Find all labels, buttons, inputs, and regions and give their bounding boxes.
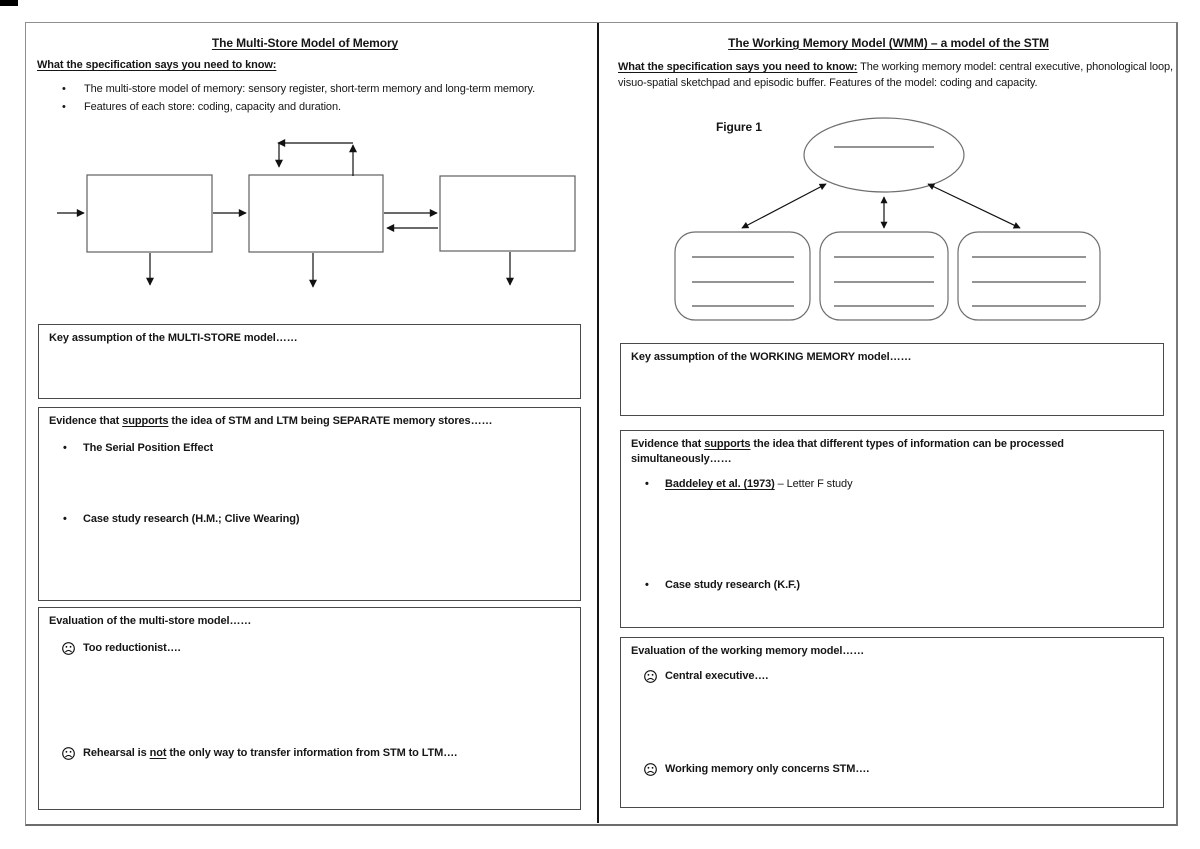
evaluation-item: Too reductionist…. (61, 641, 570, 656)
left-page-title-text: The Multi-Store Model of Memory (211, 36, 399, 50)
right-page-title: The Working Memory Model (WMM) – a model… (600, 36, 1177, 50)
right-key-assumption-box: Key assumption of the WORKING MEMORY mod… (620, 343, 1164, 416)
right-spec-heading: What the specification says you need to … (618, 61, 858, 73)
left-evaluation-box: Evaluation of the multi-store model…… To… (38, 607, 581, 810)
sad-face-icon (644, 670, 657, 683)
figure-component-box-middle (819, 231, 949, 321)
left-spec-bullet-list: • The multi-store model of memory: senso… (62, 81, 572, 116)
sad-face-icon (62, 642, 75, 655)
evaluation-item: Central executive…. (643, 669, 1153, 684)
evaluation-item: Rehearsal is not the only way to transfe… (61, 746, 570, 761)
list-item: • Features of each store: coding, capaci… (62, 99, 572, 117)
figure-central-executive-ellipse (803, 117, 965, 193)
bullet-icon: • (62, 100, 66, 113)
bullet-icon: • (645, 579, 649, 591)
bullet-icon: • (63, 513, 67, 525)
diagram-box-short-term-memory (248, 174, 384, 253)
arrow-ellipse-right-box (927, 183, 1021, 229)
left-spec-heading: What the specification says you need to … (37, 59, 277, 71)
arrow-ellipse-left-box (741, 183, 827, 229)
list-item: • The Serial Position Effect (63, 442, 214, 454)
left-page-title: The Multi-Store Model of Memory (25, 36, 585, 50)
right-evidence-box: Evidence that supports the idea that dif… (620, 430, 1164, 628)
diagram-box-sensory-register (86, 174, 213, 253)
evaluation-item: Working memory only concerns STM…. (643, 762, 1153, 777)
figure-1-label: Figure 1 (716, 120, 762, 134)
working-memory-model-figure (674, 117, 1101, 321)
left-key-assumption-box: Key assumption of the MULTI-STORE model…… (38, 324, 581, 399)
evaluation-item-text: Rehearsal is not the only way to transfe… (83, 747, 458, 759)
scan-artifact (0, 0, 18, 6)
figure-component-box-left (674, 231, 811, 321)
bullet-icon: • (63, 442, 67, 454)
diagram-box-long-term-memory (439, 175, 576, 252)
list-item: • Case study research (H.M.; Clive Weari… (63, 513, 300, 525)
sad-face-icon (62, 747, 75, 760)
left-evidence-box: Evidence that supports the idea of STM a… (38, 407, 581, 601)
left-evaluation-heading: Evaluation of the multi-store model…… (49, 615, 252, 627)
right-evaluation-box: Evaluation of the working memory model……… (620, 637, 1164, 808)
bullet-icon: • (645, 478, 649, 490)
page-spread-border (25, 22, 1178, 826)
figure-component-box-right (957, 231, 1101, 321)
right-page-title-text: The Working Memory Model (WMM) – a model… (728, 36, 1049, 50)
left-evidence-heading: Evidence that supports the idea of STM a… (49, 415, 493, 427)
sad-face-icon (644, 763, 657, 776)
list-item: • The multi-store model of memory: senso… (62, 81, 572, 99)
right-evidence-heading: Evidence that supports the idea that dif… (631, 438, 1064, 465)
right-evaluation-heading: Evaluation of the working memory model…… (631, 645, 865, 657)
list-item: • Case study research (K.F.) (645, 579, 800, 591)
evidence-bullet-text: Baddeley et al. (1973) – Letter F study (665, 478, 853, 490)
list-item: • Baddeley et al. (1973) – Letter F stud… (645, 477, 1153, 492)
bullet-icon: • (62, 83, 66, 95)
right-spec-paragraph: What the specification says you need to … (618, 61, 1173, 89)
page-divider-line (597, 23, 599, 823)
multi-store-model-diagram (57, 139, 576, 288)
